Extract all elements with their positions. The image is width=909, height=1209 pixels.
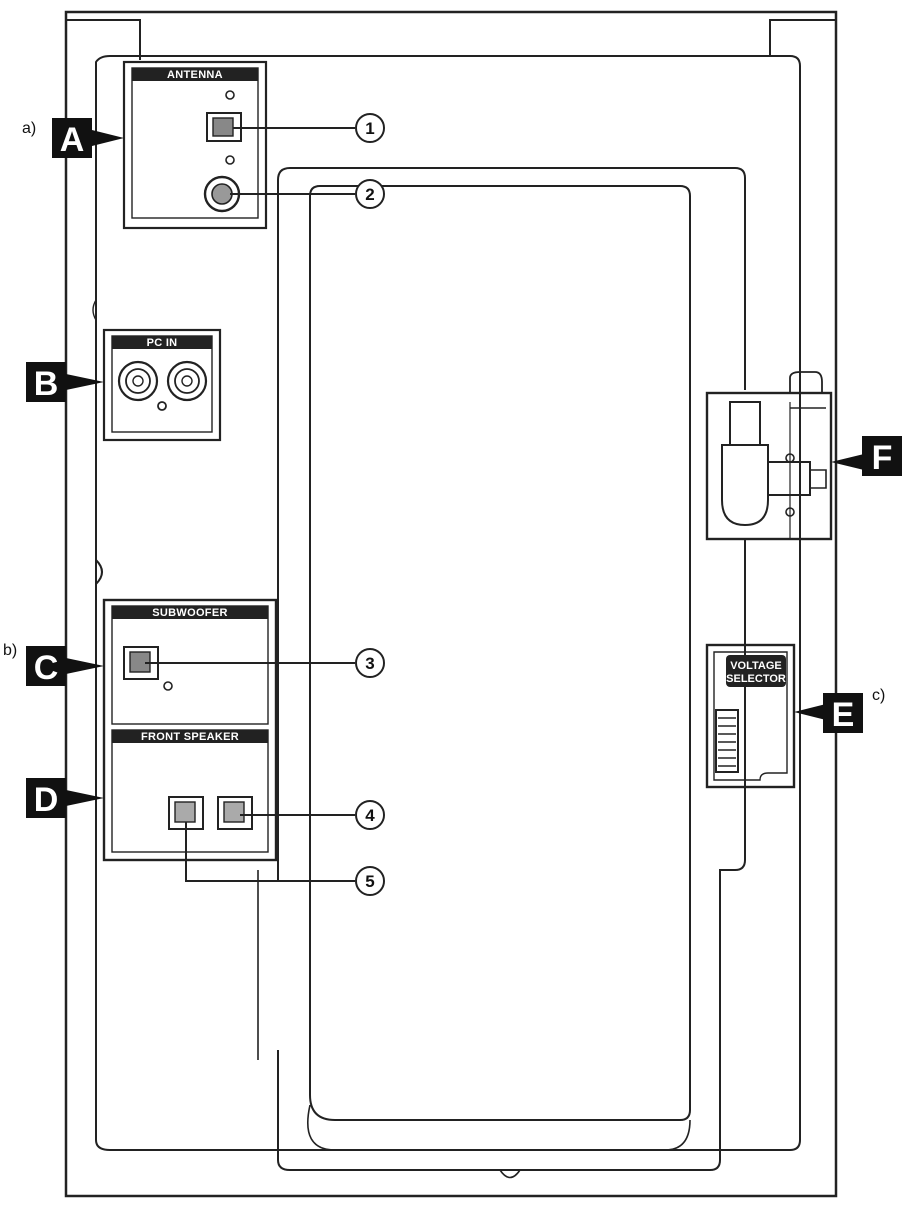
- note-a: a): [22, 120, 36, 137]
- voltage-selector-switch[interactable]: [715, 709, 739, 773]
- voltage-selector-panel: VOLTAGE SELECTOR: [705, 643, 796, 789]
- callout-4-label: 4: [365, 806, 375, 825]
- antenna-panel: ANTENNA: [122, 60, 268, 230]
- badge-f-letter: F: [872, 439, 893, 477]
- badge-a-letter: A: [60, 121, 85, 159]
- callout-1-label: 1: [365, 119, 374, 138]
- callout-5-label: 5: [365, 872, 374, 891]
- callout-3-label: 3: [365, 654, 374, 673]
- power-cord-panel: [705, 371, 833, 541]
- badge-b-letter: B: [34, 365, 59, 403]
- badge-c-letter: C: [34, 649, 59, 687]
- speaker-panel: SUBWOOFER FRONT SPEAKER: [102, 598, 278, 862]
- badge-e-letter: E: [832, 696, 855, 734]
- note-b: b): [3, 642, 17, 659]
- badge-e: E: [794, 693, 863, 734]
- callout-2-label: 2: [365, 185, 374, 204]
- pc-in-left-jack[interactable]: [117, 360, 159, 402]
- badge-d-letter: D: [34, 781, 59, 819]
- pc-in-panel: PC IN: [102, 328, 222, 442]
- antenna-panel-title: ANTENNA: [167, 69, 223, 81]
- front-speaker-right-port[interactable]: [217, 796, 253, 830]
- badge-d: D: [26, 778, 104, 819]
- pc-in-panel-title: PC IN: [147, 337, 178, 349]
- badge-f: F: [831, 436, 902, 477]
- callout-4: 4: [355, 800, 385, 830]
- callout-2: 2: [355, 179, 385, 209]
- power-plug[interactable]: [721, 401, 827, 527]
- voltage-selector-label-line2: SELECTOR: [726, 673, 786, 685]
- subwoofer-panel-title: SUBWOOFER: [152, 607, 227, 619]
- pc-in-right-jack[interactable]: [166, 360, 208, 402]
- badge-a: A: [52, 118, 124, 159]
- am-antenna-port[interactable]: [206, 112, 242, 142]
- callout-5: 5: [355, 866, 385, 896]
- callout-3: 3: [355, 648, 385, 678]
- note-c: c): [872, 687, 885, 704]
- voltage-selector-label-line1: VOLTAGE: [730, 660, 782, 672]
- badge-b: B: [26, 362, 104, 403]
- callout-1: 1: [355, 113, 385, 143]
- front-speaker-panel-title: FRONT SPEAKER: [141, 731, 239, 743]
- badge-c: C: [26, 646, 104, 687]
- leader-lines: [145, 127, 355, 882]
- cabinet-outline: [64, 10, 838, 1198]
